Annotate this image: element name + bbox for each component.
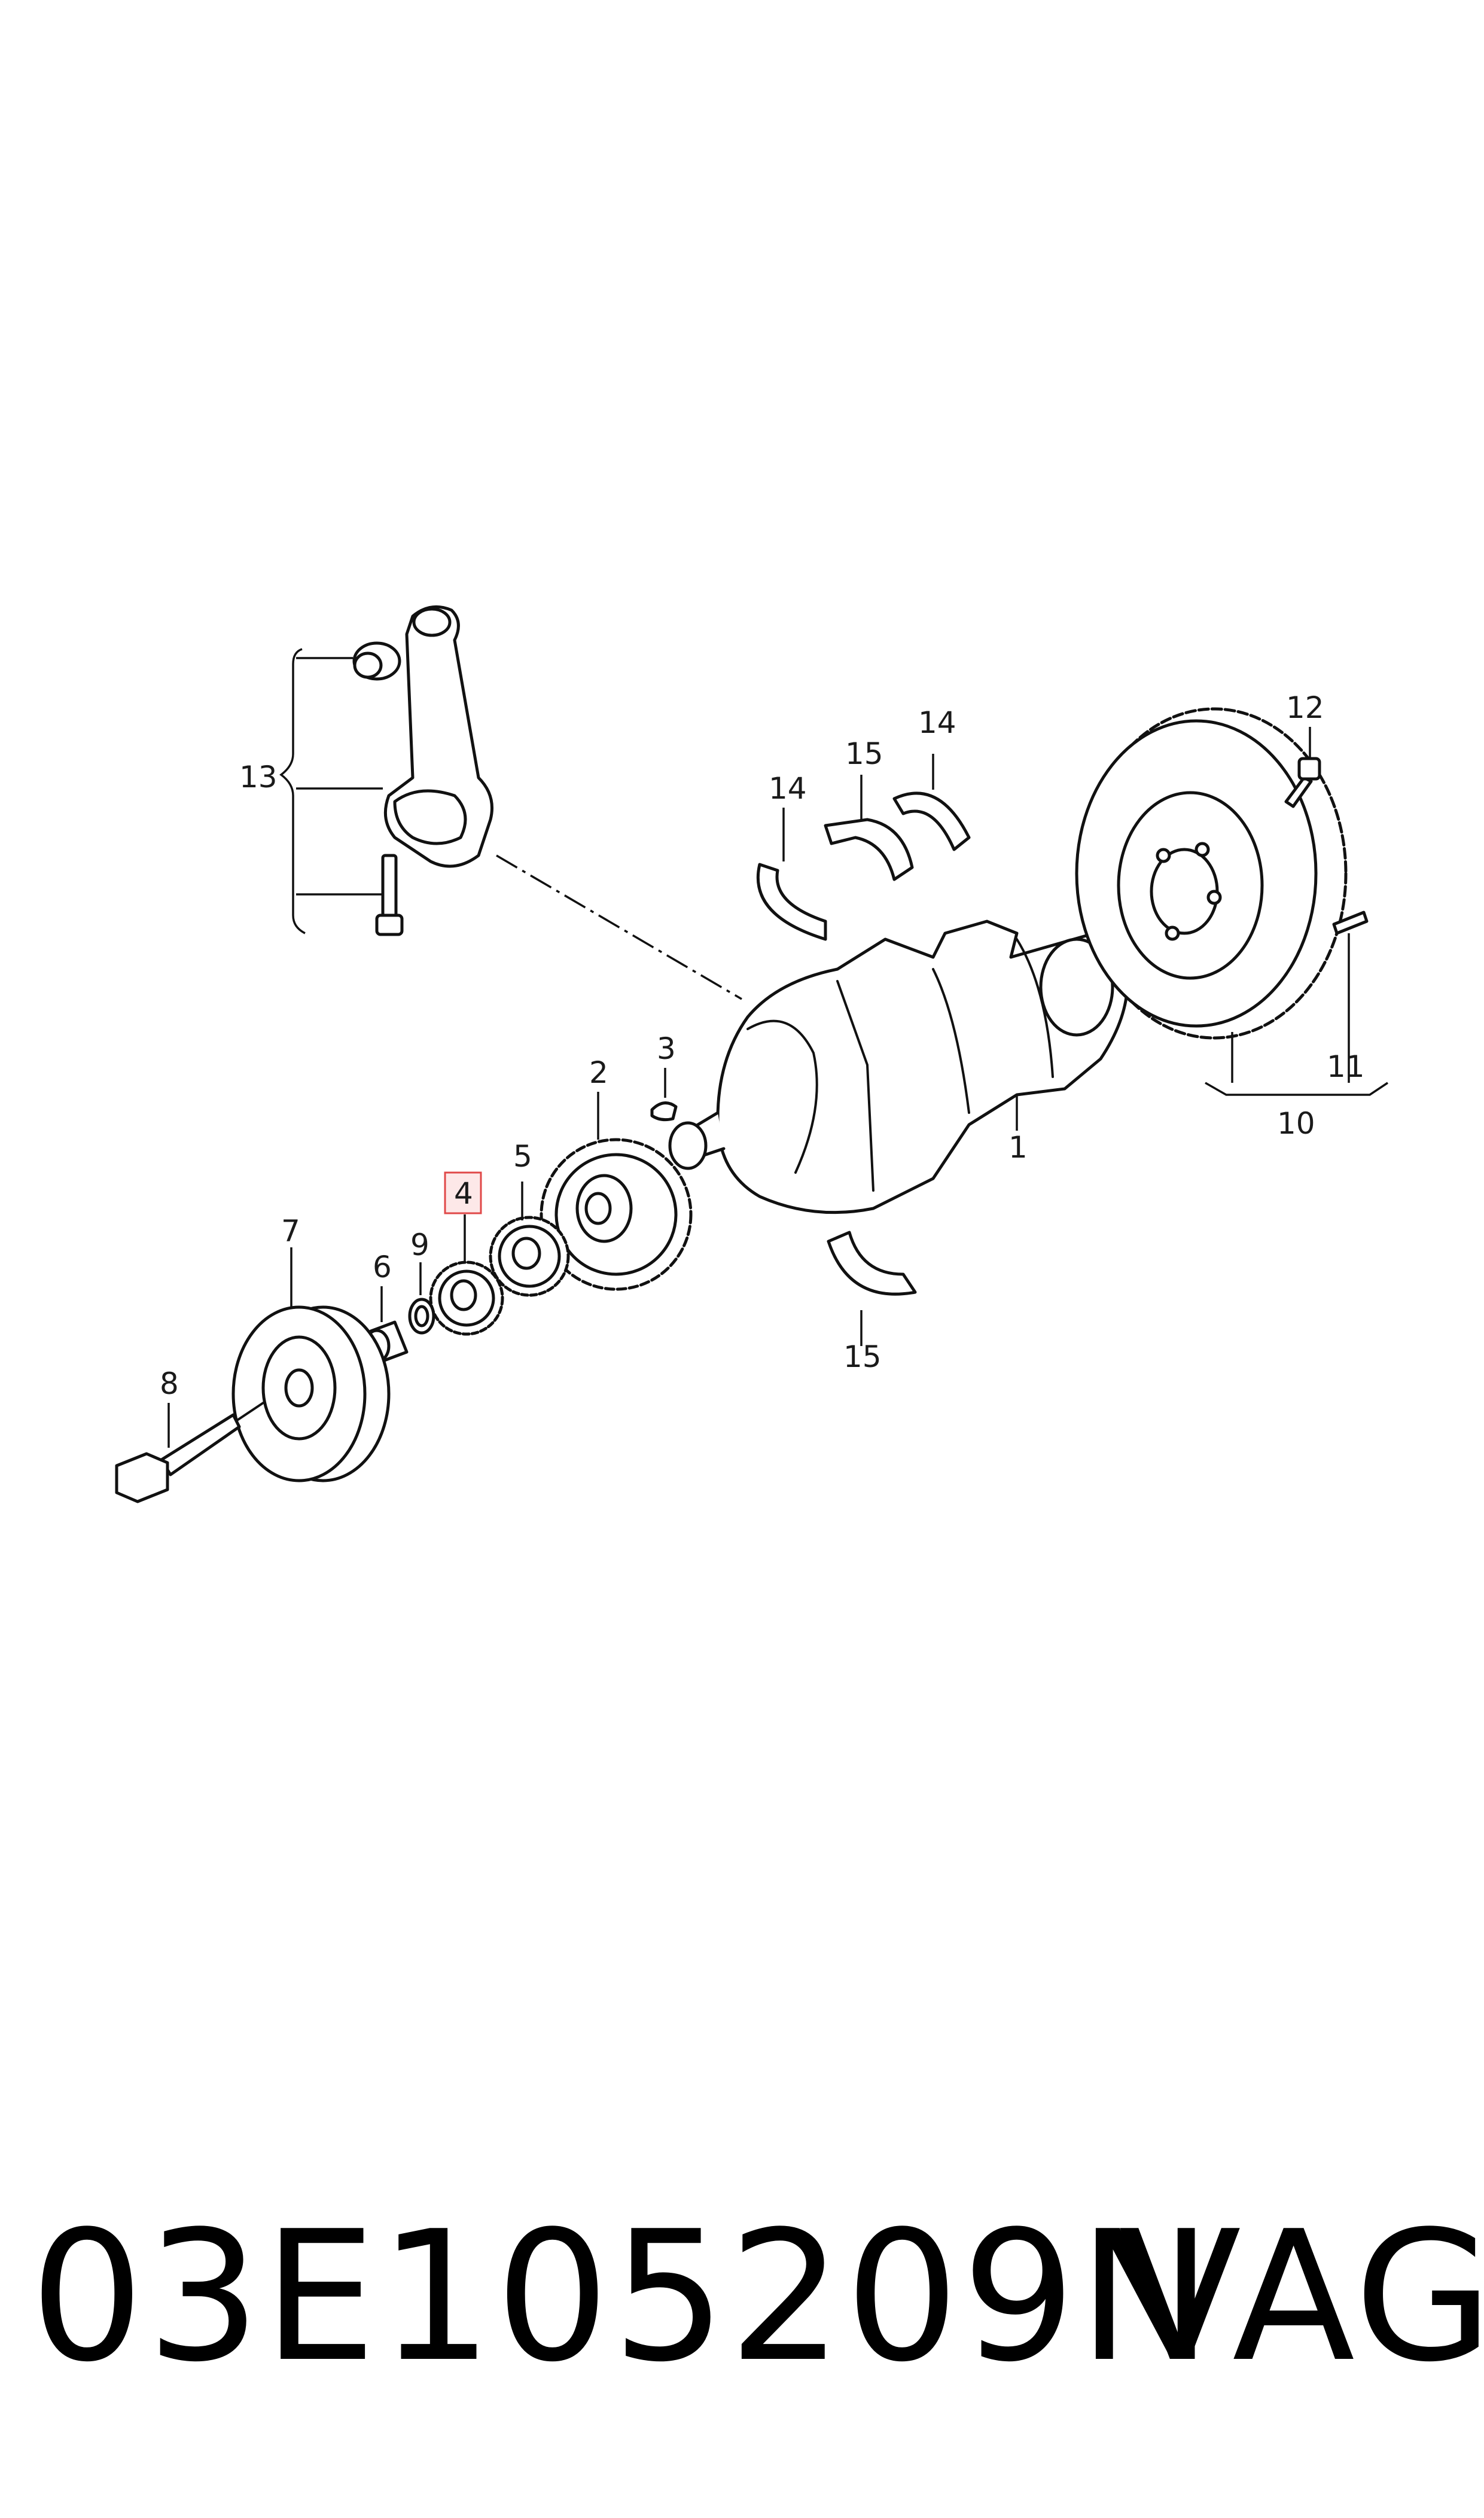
- callout-1[interactable]: 1: [1008, 1130, 1028, 1165]
- brand-name: VAG: [1119, 2193, 1484, 2401]
- oil-pump-sprocket[interactable]: [489, 1216, 570, 1297]
- thrust-washer-right[interactable]: [892, 791, 971, 851]
- callout-15a[interactable]: 15: [845, 736, 883, 771]
- balance-shaft-sprocket[interactable]: [429, 1260, 504, 1336]
- part-number: 03E105209N: [30, 2193, 1215, 2401]
- flywheel-dowel-pin[interactable]: [1332, 911, 1369, 935]
- callout-15b[interactable]: 15: [843, 1339, 882, 1374]
- thrust-washer-left[interactable]: [756, 863, 827, 941]
- callout-2[interactable]: 2: [589, 1055, 608, 1090]
- callout-8[interactable]: 8: [160, 1366, 179, 1401]
- main-bearing-shell-upper[interactable]: [824, 818, 914, 881]
- callout-4[interactable]: 4: [454, 1176, 473, 1211]
- connecting-rod-assembly[interactable]: [279, 605, 493, 936]
- main-bearing-shell-lower[interactable]: [827, 1231, 917, 1296]
- callout-11[interactable]: 11: [1327, 1049, 1365, 1084]
- highlight-box: [444, 1171, 482, 1214]
- callout-5[interactable]: 5: [513, 1139, 532, 1174]
- callout-14a[interactable]: 14: [769, 771, 807, 806]
- pulley-bolt[interactable]: [115, 1402, 264, 1503]
- callout-13[interactable]: 13: [239, 760, 278, 794]
- callout-14b[interactable]: 14: [918, 705, 956, 740]
- callout-3[interactable]: 3: [657, 1031, 676, 1066]
- callout-6[interactable]: 6: [373, 1250, 392, 1284]
- o-ring[interactable]: [408, 1298, 435, 1335]
- callout-12[interactable]: 12: [1286, 690, 1324, 725]
- crankshaft-pulley[interactable]: [231, 1305, 391, 1482]
- callout-7[interactable]: 7: [281, 1214, 300, 1249]
- woodruff-key[interactable]: [650, 1101, 678, 1122]
- crankshaft-sprocket[interactable]: [540, 1138, 693, 1291]
- callout-10[interactable]: 10: [1277, 1106, 1315, 1141]
- flywheel[interactable]: [1075, 707, 1348, 1040]
- callout-9[interactable]: 9: [410, 1228, 429, 1262]
- crankshaft[interactable]: [668, 919, 1129, 1214]
